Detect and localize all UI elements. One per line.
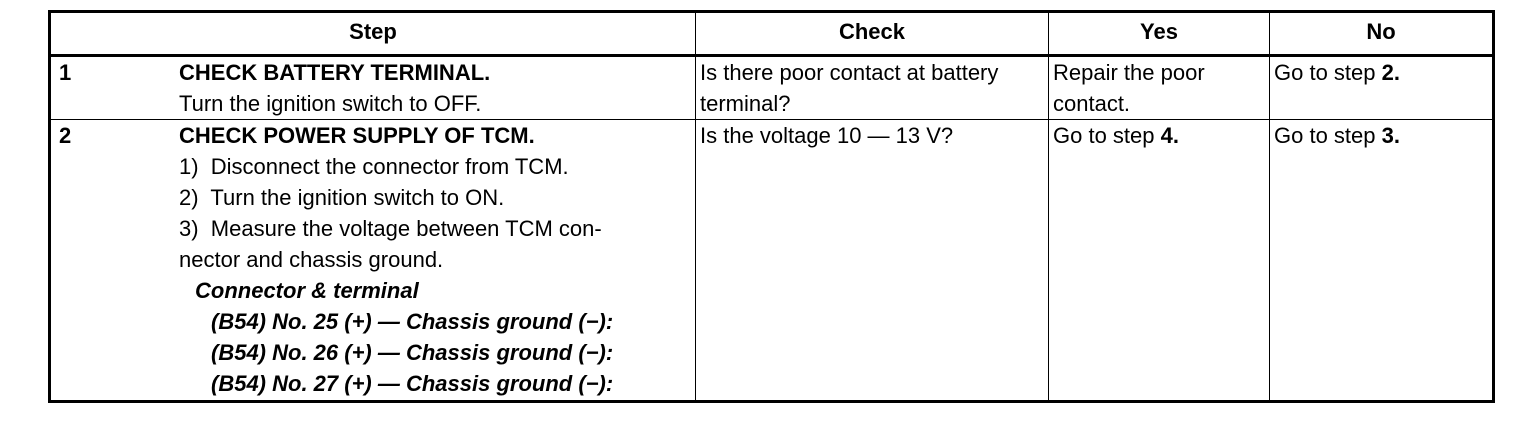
table-row: 1 CHECK BATTERY TERMINAL. Turn the ignit… xyxy=(49,55,1494,120)
yes-step-ref: 4. xyxy=(1160,123,1179,148)
header-step: Step xyxy=(49,11,696,57)
table-row: 2 CHECK POWER SUPPLY OF TCM. 1) Disconne… xyxy=(49,119,1494,402)
check-text: Is there poor contact at battery xyxy=(700,60,999,85)
yes-text: contact. xyxy=(1053,91,1131,116)
step-number: 2 xyxy=(59,123,72,148)
step-title: CHECK BATTERY TERMINAL. xyxy=(179,60,491,85)
no-step-ref: 3. xyxy=(1381,123,1400,148)
yes-cell: Repair the poor contact. xyxy=(1048,55,1270,120)
no-cell: Go to step 3. xyxy=(1269,119,1494,402)
diagnostic-table: Step Check Yes No 1 CHECK BATTERY TERMIN… xyxy=(48,10,1495,403)
check-text: Is the voltage 10 — 13 V? xyxy=(700,123,954,148)
check-cell: Is there poor contact at battery termina… xyxy=(695,55,1049,120)
yes-text: Repair the poor xyxy=(1053,60,1205,85)
no-text: Go to step xyxy=(1274,60,1382,85)
step-cell: 2 CHECK POWER SUPPLY OF TCM. 1) Disconne… xyxy=(49,119,696,402)
step-cell: 1 CHECK BATTERY TERMINAL. Turn the ignit… xyxy=(49,55,696,120)
header-row: Step Check Yes No xyxy=(49,11,1494,57)
header-yes: Yes xyxy=(1048,11,1270,57)
yes-cell: Go to step 4. xyxy=(1048,119,1270,402)
yes-text: Go to step xyxy=(1053,123,1161,148)
no-cell: Go to step 2. xyxy=(1269,55,1494,120)
connector-title: Connector & terminal xyxy=(195,278,419,303)
step-title: CHECK POWER SUPPLY OF TCM. xyxy=(179,123,535,148)
connector-item: (B54) No. 25 (+) — Chassis ground (−): xyxy=(211,309,614,334)
no-step-ref: 2. xyxy=(1381,60,1400,85)
step-instruction: 1) Disconnect the connector from TCM. xyxy=(179,154,569,179)
check-text: terminal? xyxy=(700,91,791,116)
connector-item: (B54) No. 27 (+) — Chassis ground (−): xyxy=(211,371,614,396)
connector-item: (B54) No. 26 (+) — Chassis ground (−): xyxy=(211,340,614,365)
check-cell: Is the voltage 10 — 13 V? xyxy=(695,119,1049,402)
step-number: 1 xyxy=(59,60,72,85)
step-instruction: nector and chassis ground. xyxy=(179,247,444,272)
header-check: Check xyxy=(695,11,1049,57)
no-text: Go to step xyxy=(1274,123,1382,148)
step-instruction: 3) Measure the voltage between TCM con- xyxy=(179,216,602,241)
header-no: No xyxy=(1269,11,1494,57)
step-instruction: 2) Turn the ignition switch to ON. xyxy=(179,185,505,210)
step-instruction: Turn the ignition switch to OFF. xyxy=(179,91,482,116)
